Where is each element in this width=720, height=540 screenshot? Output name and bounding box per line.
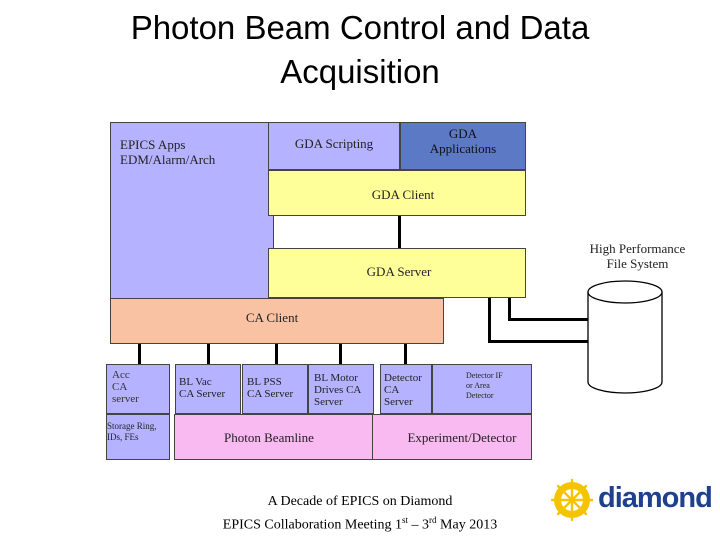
detector-if-line2: or Area: [466, 381, 490, 390]
gda-applications-label-line2: Applications: [429, 141, 497, 156]
storage-ring-line2: IDs, FEs: [107, 432, 139, 442]
ca-client-label: CA Client: [245, 310, 299, 325]
footer-line2-mid: – 3: [408, 517, 430, 533]
ca-link-acc: [138, 344, 141, 364]
hpfs-label-line1: High Performance: [589, 241, 686, 256]
slide-title: Photon Beam Control and Data Acquisition: [0, 6, 720, 94]
acc-ca-server-line3: server: [112, 393, 139, 405]
detector-if-label: Detector IF or Area Detector: [466, 371, 530, 401]
footer-sup1: st: [402, 515, 409, 525]
footer: A Decade of EPICS on Diamond EPICS Colla…: [175, 493, 545, 535]
footer-sup2: rd: [429, 515, 437, 525]
gda-applications-label-line1: GDA: [448, 126, 478, 141]
photon-beamline-label: Photon Beamline: [224, 430, 314, 445]
diamond-logo: diamond: [550, 478, 715, 522]
hpfs-label-line2: File System: [606, 256, 669, 271]
bl-vac-line2: CA Server: [179, 388, 226, 400]
detector-ca-label: Detector CA Server: [384, 372, 434, 408]
bl-vac-line1: BL Vac: [179, 376, 212, 388]
caclient-fs-link-v: [488, 298, 491, 342]
experiment-detector-label: Experiment/Detector: [407, 430, 517, 445]
acc-ca-server-line2: CA: [112, 381, 128, 393]
acc-ca-server-label: Acc CA server: [112, 369, 168, 405]
epics-apps-box: [110, 122, 274, 300]
detector-if-line3: Detector: [466, 391, 494, 400]
ca-link-motor: [339, 344, 342, 364]
bl-motor-label: BL Motor Drives CA Server: [314, 372, 374, 408]
bl-pss-label: BL PSS CA Server: [247, 376, 309, 400]
bl-pss-line1: BL PSS: [247, 376, 282, 388]
hpfs-label: High Performance File System: [555, 241, 720, 271]
gda-applications-box: [400, 122, 526, 170]
detector-ca-line3: Server: [384, 396, 413, 408]
footer-line1: A Decade of EPICS on Diamond: [267, 494, 453, 509]
cylinder-body: [587, 292, 663, 394]
diamond-logo-icon: [550, 478, 594, 522]
detector-if-line1: Detector IF: [466, 371, 503, 380]
bl-pss-box: [242, 364, 308, 414]
server-fs-link-h: [508, 318, 588, 321]
experiment-detector-box: [372, 414, 532, 460]
epics-apps-label-line2: EDM/Alarm/Arch: [120, 152, 216, 167]
detector-ca-line1: Detector: [384, 372, 422, 384]
diamond-logo-text: diamond: [598, 482, 713, 514]
server-fs-link-v: [508, 298, 511, 320]
slide-title-line1: Photon Beam Control and Data: [130, 9, 590, 46]
storage-ring-box: [106, 414, 170, 460]
bl-vac-box: [175, 364, 241, 414]
detector-if-box: [432, 364, 532, 414]
footer-line2-pre: EPICS Collaboration Meeting 1: [222, 517, 403, 533]
gda-server-box: [268, 248, 526, 298]
client-server-link: [398, 216, 401, 248]
gda-client-box: [268, 170, 526, 216]
bl-motor-box: [308, 364, 374, 414]
epics-apps-label: EPICS Apps EDM/Alarm/Arch: [120, 137, 270, 167]
ca-link-pss: [275, 344, 278, 364]
caclient-fs-link-h: [488, 340, 588, 343]
detector-ca-line2: CA: [384, 384, 400, 396]
epics-apps-label-line1: EPICS Apps: [120, 137, 186, 152]
photon-beamline-box: [174, 414, 374, 460]
detector-ca-box: [380, 364, 432, 414]
bl-motor-line1: BL Motor: [314, 372, 358, 384]
bl-motor-line2: Drives CA: [314, 384, 362, 396]
acc-ca-server-line1: Acc: [112, 369, 130, 381]
gda-scripting-label: GDA Scripting: [294, 136, 374, 151]
bl-vac-label: BL Vac CA Server: [179, 376, 241, 400]
cylinder-top: [587, 280, 663, 304]
acc-ca-server-box: [106, 364, 170, 414]
ca-link-vac: [207, 344, 210, 364]
file-system-cylinder: [587, 280, 663, 394]
ca-client-box: [110, 298, 444, 344]
footer-line2-post: May 2013: [436, 517, 498, 533]
ca-link-detector: [404, 344, 407, 364]
gda-server-label: GDA Server: [366, 264, 432, 279]
storage-ring-label: Storage Ring, IDs, FEs: [107, 421, 169, 443]
bl-pss-line2: CA Server: [247, 388, 294, 400]
slide-title-line2: Acquisition: [280, 53, 440, 90]
gda-scripting-box: [268, 122, 400, 170]
storage-ring-line1: Storage Ring,: [107, 421, 157, 431]
gda-client-label: GDA Client: [371, 187, 435, 202]
logo-rays: [550, 478, 594, 522]
gda-applications-label: GDA Applications: [400, 126, 526, 156]
footer-line2: EPICS Collaboration Meeting 1st – 3rd Ma…: [175, 511, 545, 535]
bl-motor-line3: Server: [314, 396, 343, 408]
